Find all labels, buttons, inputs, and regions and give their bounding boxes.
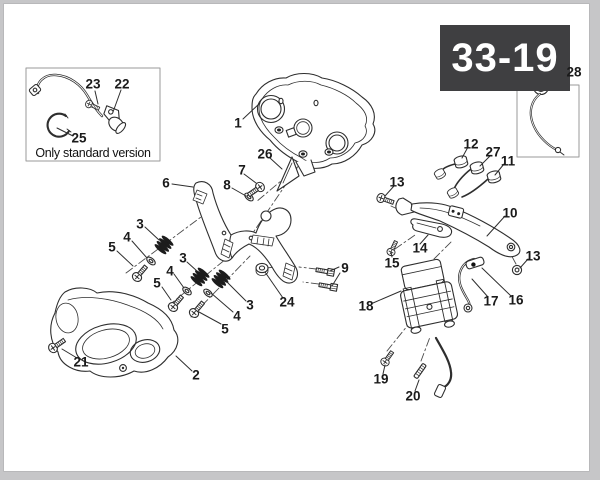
part-number-label: 2: [192, 367, 200, 383]
speed-sensor-cable-drawing: [28, 73, 127, 138]
part-number-label: 20: [405, 388, 421, 404]
sensor-body-drawing: [103, 105, 127, 134]
part-number-label: 4: [166, 263, 174, 279]
part-number-label: 18: [358, 298, 374, 314]
mounting-posts: [274, 126, 334, 158]
part-number-label: 21: [73, 354, 89, 370]
standard-version-caption: Only standard version: [35, 146, 151, 160]
part-number-label: 3: [246, 297, 254, 313]
instrument-panel-drawing: [251, 72, 376, 177]
standard-version-inset-box: [25, 67, 161, 162]
part-number-label: 8: [223, 177, 231, 193]
page-number-badge: 33-19: [440, 25, 570, 91]
part-number-label: 4: [233, 308, 241, 324]
part-number-label: 13: [389, 174, 405, 190]
part-number-label: 19: [373, 371, 389, 387]
part-number-label: 6: [162, 175, 170, 191]
support-bracket-drawing: [192, 181, 299, 284]
part-number-label: 16: [508, 292, 524, 308]
part-number-label: 17: [483, 293, 499, 309]
bracket-plate-26-drawing: [276, 156, 300, 192]
part-number-label: 24: [279, 294, 295, 310]
part-number-label: 28: [566, 64, 582, 80]
washer-13-drawing: [511, 264, 523, 276]
part-number-label: 13: [525, 248, 541, 264]
sensor-cable-28-box: [516, 78, 580, 158]
regulator-drawing: [400, 258, 459, 399]
grommet-pads: [192, 189, 296, 281]
part-number-label: 22: [114, 76, 130, 92]
callout-leader-lines: [56, 89, 529, 392]
part-number-label: 14: [412, 240, 428, 256]
part-number-label: 5: [221, 321, 229, 337]
part-number-label: 26: [257, 146, 273, 162]
part-number-label: 11: [500, 153, 516, 169]
clip-25-drawing: [46, 112, 71, 138]
gauge-bezel-left: [256, 94, 286, 124]
part-number-label: 15: [384, 255, 400, 271]
part-number-label: 25: [71, 130, 87, 146]
lower-cover-drawing: [50, 287, 179, 378]
regulator-cable: [434, 336, 453, 390]
part-number-label: 4: [123, 229, 131, 245]
cable-17-drawing: [458, 256, 485, 313]
clamp-16-drawing: [465, 256, 485, 270]
part-number-label: 3: [179, 250, 187, 266]
part-number-label: 1: [234, 115, 242, 131]
part-number-label: 12: [463, 136, 479, 152]
part-number-label: 9: [341, 260, 349, 276]
part-number-label: 27: [485, 144, 501, 160]
page-number-text: 33-19: [451, 35, 559, 80]
part-number-label: 23: [85, 76, 101, 92]
part-number-label: 5: [108, 239, 116, 255]
part-number-label: 3: [136, 216, 144, 232]
part-number-label: 7: [238, 162, 246, 178]
part-number-label: 10: [502, 205, 518, 221]
bulb-holder-cables-drawing: [432, 154, 502, 200]
part-number-label: 5: [153, 275, 161, 291]
rear-bracket-drawing: [395, 197, 521, 258]
plate-14-drawing: [410, 218, 453, 238]
